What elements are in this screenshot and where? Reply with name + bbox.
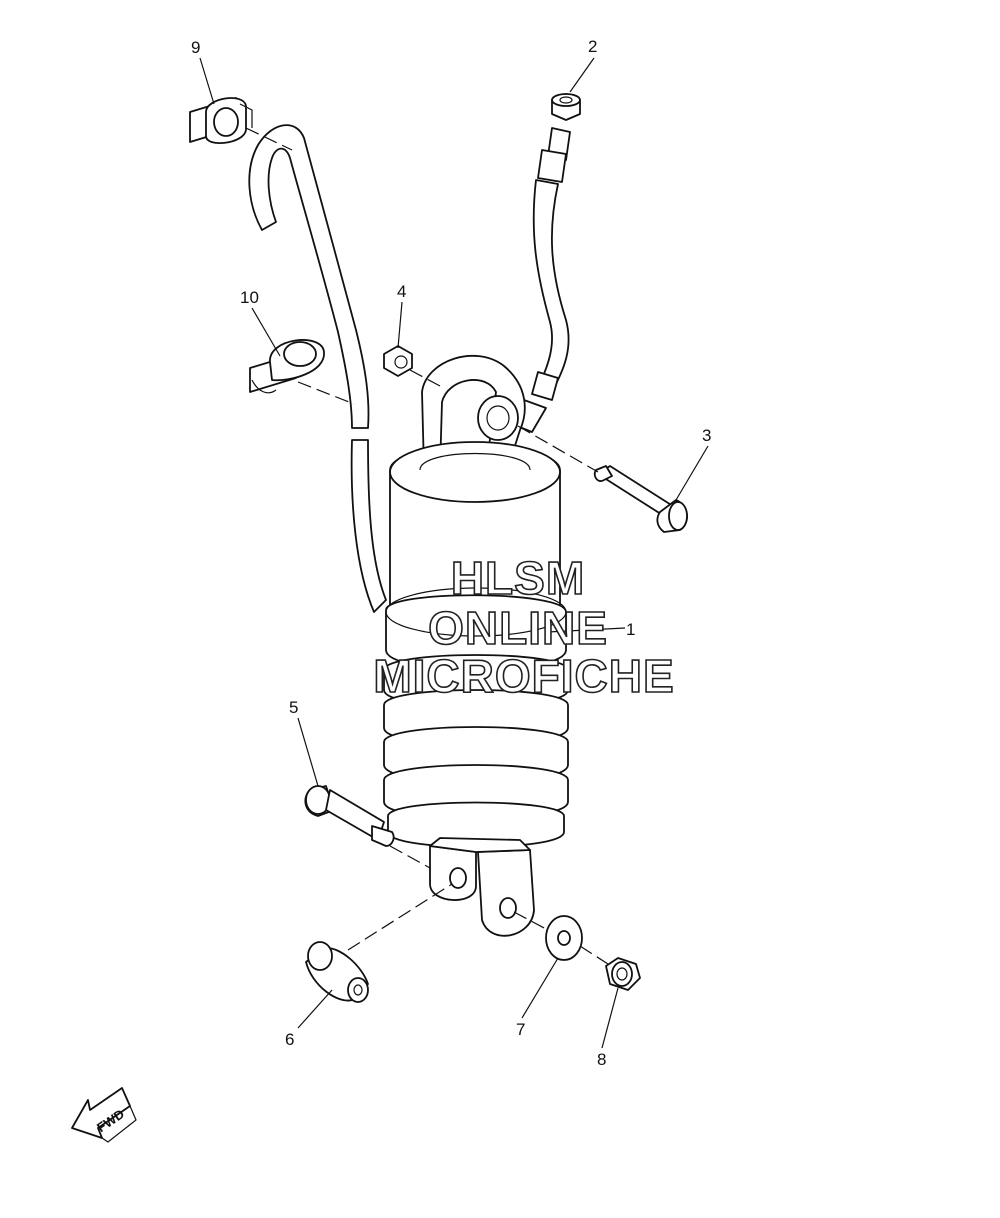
callout-9: 9 (191, 38, 200, 57)
bolt-part-3 (593, 465, 688, 533)
nut-part-8 (605, 957, 641, 991)
hose-clip-part-9 (189, 97, 253, 144)
callout-8: 8 (597, 1050, 606, 1069)
nut-part-4 (383, 345, 413, 377)
leader-lines (199, 57, 709, 1049)
nut-part-2 (551, 93, 581, 121)
watermark-line-2: ONLINE (428, 602, 608, 654)
collar-part-6 (305, 941, 369, 1003)
bolt-part-5 (304, 785, 395, 847)
hose-clamp-part-10 (249, 339, 325, 394)
callout-7: 7 (516, 1020, 525, 1039)
watermark-line-1: HLSM (451, 552, 585, 604)
reservoir-hose (511, 127, 571, 433)
washer-part-7 (545, 915, 583, 961)
assembly-lines (245, 127, 609, 965)
callout-4: 4 (397, 282, 406, 301)
callout-5: 5 (289, 698, 298, 717)
watermark-line-3: MICROFICHE (373, 650, 674, 702)
callout-1: 1 (626, 620, 635, 639)
fwd-arrow-icon: FWD (71, 1087, 137, 1143)
callout-2: 2 (588, 37, 597, 56)
callout-3: 3 (702, 426, 711, 445)
watermark: HLSM ONLINE MICROFICHE (373, 551, 675, 703)
breather-hose (248, 124, 387, 613)
callout-6: 6 (285, 1030, 294, 1049)
callout-10: 10 (240, 288, 259, 307)
shock-absorber-part-1 (383, 355, 569, 937)
